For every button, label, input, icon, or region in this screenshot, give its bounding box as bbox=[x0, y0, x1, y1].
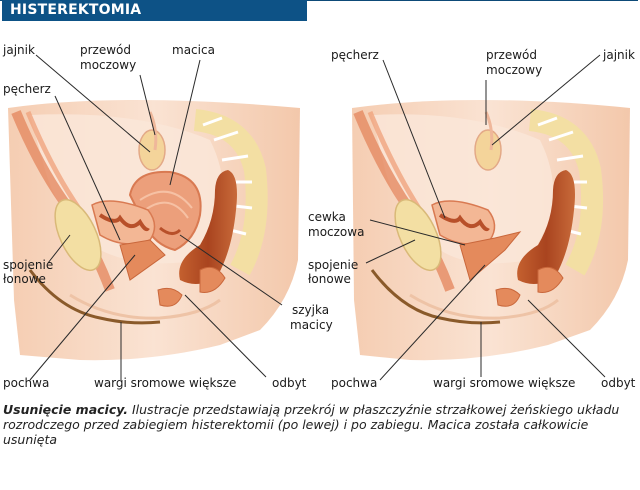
left-figure bbox=[8, 54, 300, 381]
anatomy-illustration bbox=[8, 54, 630, 381]
label-szyjka-macicy-1: szyjka bbox=[292, 303, 330, 317]
label-szyjka-macicy-2: macicy bbox=[290, 318, 333, 332]
label-spojenie-lonowe-left-1: spojenie bbox=[3, 258, 54, 272]
page-title: HISTEREKTOMIA bbox=[10, 2, 142, 18]
label-jajnik-right: jajnik bbox=[603, 48, 635, 62]
label-cewka-moczowa-1: cewka bbox=[308, 210, 346, 224]
label-spojenie-lonowe-left-2: łonowe bbox=[3, 272, 46, 286]
header-top-rule bbox=[0, 0, 638, 1]
figure-caption: Usunięcie macicy. Ilustracje przedstawia… bbox=[3, 402, 637, 447]
label-przewod-moczowy-right-2: moczowy bbox=[486, 63, 543, 77]
right-figure bbox=[352, 54, 630, 381]
label-wargi-sromowe-right: wargi sromowe większe bbox=[433, 376, 576, 390]
label-przewod-moczowy-left-2: moczowy bbox=[80, 58, 137, 72]
label-spojenie-lonowe-right-1: spojenie bbox=[308, 258, 359, 272]
label-spojenie-lonowe-right-2: łonowe bbox=[308, 272, 351, 286]
label-odbyt-left: odbyt bbox=[272, 376, 307, 390]
caption-lead: Usunięcie macicy. bbox=[3, 402, 128, 417]
label-odbyt-right: odbyt bbox=[601, 376, 636, 390]
label-pochwa-left: pochwa bbox=[3, 376, 50, 390]
label-jajnik-left: jajnik bbox=[3, 43, 35, 57]
label-pecherz-right: pęcherz bbox=[331, 48, 379, 62]
label-przewod-moczowy-left-1: przewód bbox=[80, 43, 132, 57]
caption-text: Ilustracje przedstawiają przekrój w płas… bbox=[3, 402, 620, 447]
header-bar: HISTEREKTOMIA bbox=[2, 0, 307, 21]
label-pochwa-right: pochwa bbox=[331, 376, 378, 390]
label-wargi-sromowe-left: wargi sromowe większe bbox=[94, 376, 237, 390]
label-przewod-moczowy-right-1: przewód bbox=[486, 48, 538, 62]
label-macica-left: macica bbox=[172, 43, 215, 57]
label-pecherz-left: pęcherz bbox=[3, 82, 51, 96]
label-cewka-moczowa-2: moczowa bbox=[308, 225, 365, 239]
